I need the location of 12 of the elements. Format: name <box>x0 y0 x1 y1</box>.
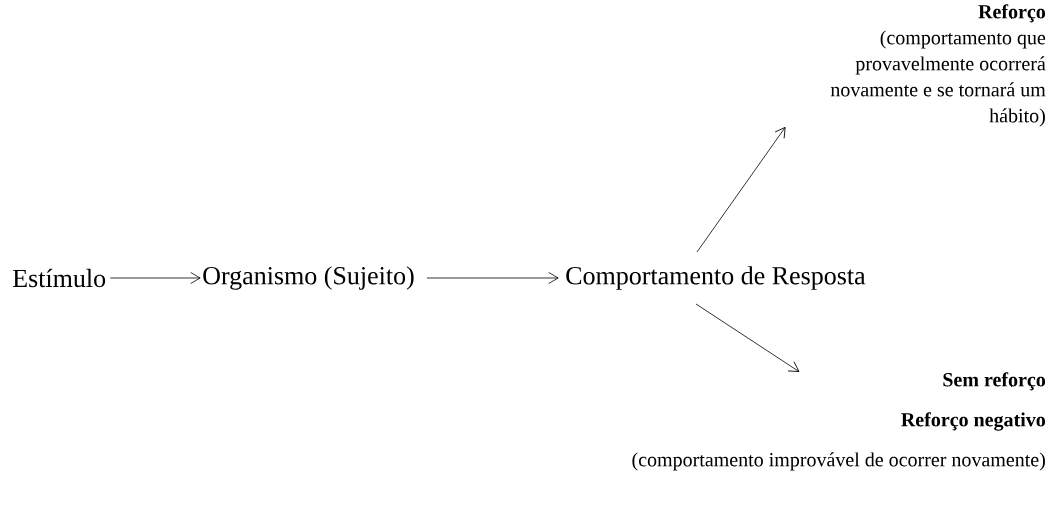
heading: Reforço <box>978 4 1046 23</box>
heading: Reforço negativo <box>901 412 1046 431</box>
node-label: Organismo (Sujeito) <box>203 266 414 290</box>
arrow <box>426 272 559 284</box>
node-label: Estímulo <box>12 268 106 288</box>
arrow <box>109 272 201 284</box>
arrow <box>696 127 786 253</box>
heading: Sem reforço <box>943 372 1046 391</box>
node-label: Comportamento de Resposta <box>566 266 866 290</box>
description: (comportamento que provavelmente ocorrerá novamente e se tornará um hábito) <box>830 30 1046 127</box>
description: (comportamento improvável de ocorrer novamente) <box>632 452 1045 471</box>
arrow <box>695 303 800 372</box>
